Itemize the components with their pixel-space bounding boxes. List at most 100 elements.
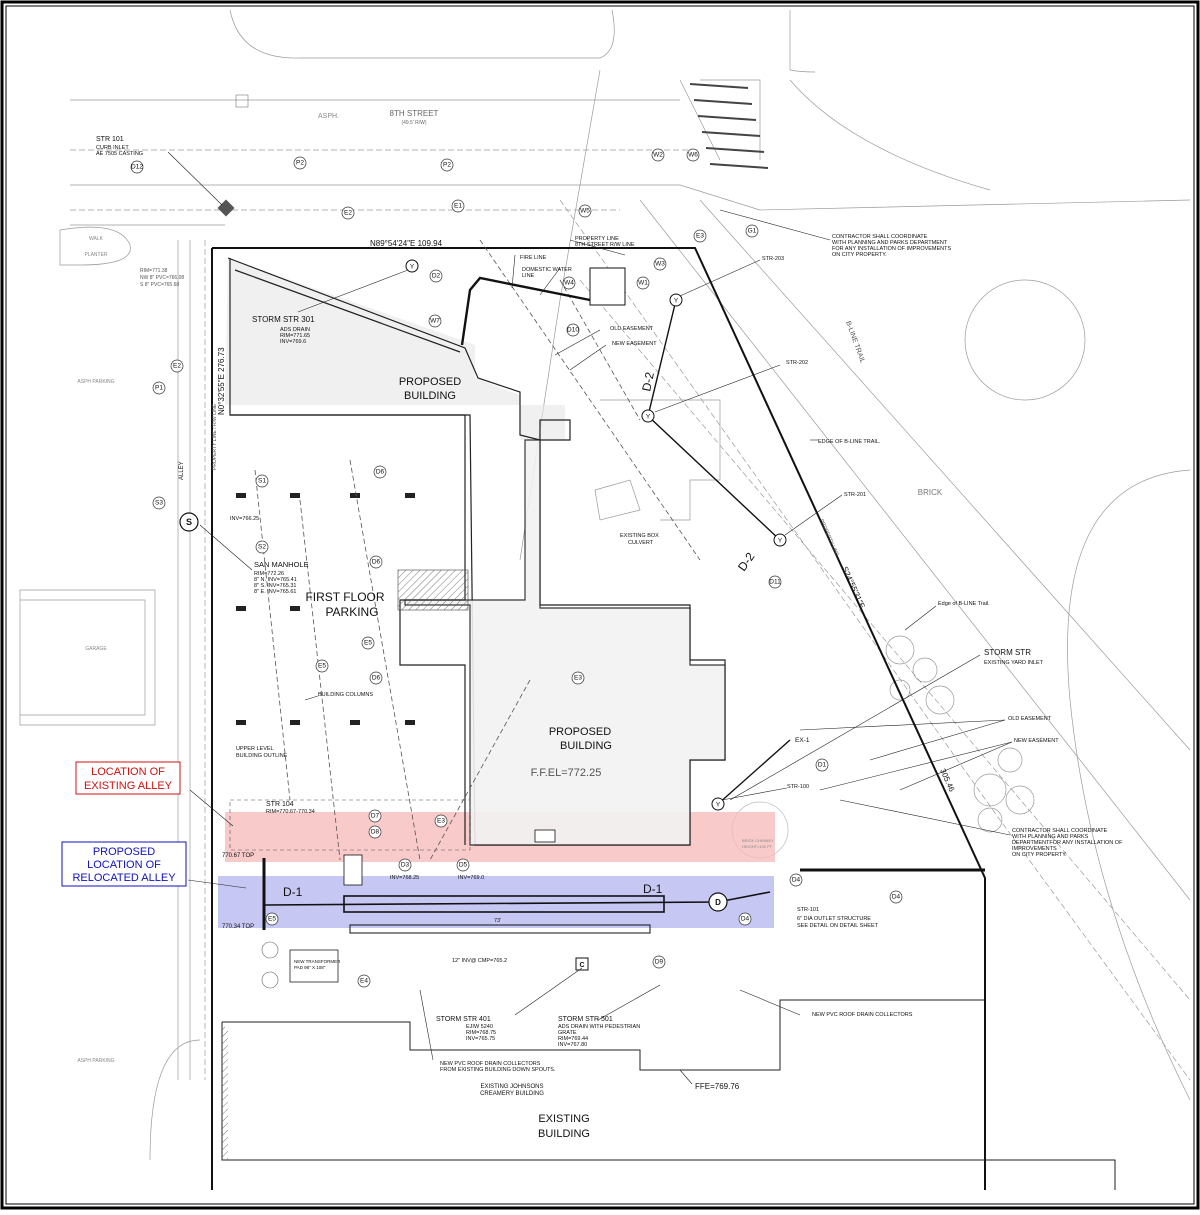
tag-d5: D5 [456, 858, 470, 872]
ex1: EX-1 [795, 737, 810, 744]
tag-w7: W7 [428, 314, 442, 328]
proposed-building-2-line2: BUILDING [560, 740, 612, 752]
tag-d4b: D4 [889, 890, 903, 904]
transformer-pad [261, 941, 339, 989]
svg-text:E5: E5 [318, 663, 326, 670]
svg-text:D2: D2 [432, 273, 441, 280]
storm301-l1: ADS DRAIN [280, 327, 310, 333]
background-linework [19, 9, 1191, 1161]
str101b-b: SEE DETAIL ON DETAIL SHEET [797, 923, 879, 929]
alley-proposed-line1: PROPOSED [93, 846, 155, 858]
d1-right: D-1 [643, 882, 663, 896]
san-l4: 8" E. INV=765.61 [254, 589, 296, 595]
street-name: 8TH STREET [390, 109, 439, 118]
coord2-b: WITH PLANNING AND PARKS [1012, 834, 1089, 840]
property-line-a: PROPERTY LINE [575, 236, 619, 242]
length-73: 73' [494, 918, 501, 924]
tag-e4: E4 [357, 974, 371, 988]
tag-e3c: E3 [434, 814, 448, 828]
svg-text:S3: S3 [155, 500, 163, 507]
transformer-line1: NEW TRANSFORMER [294, 959, 341, 964]
tag-d6a: D6 [373, 465, 387, 479]
svg-text:D4: D4 [892, 894, 901, 901]
tag-d2: D2 [429, 269, 443, 283]
new-easement-2: NEW EASEMENT [1014, 738, 1059, 744]
roof-new-a: NEW PVC ROOF DRAIN COLLECTORS [440, 1061, 541, 1067]
tag-s3: S3 [152, 496, 166, 510]
tag-p1: P1 [152, 381, 166, 395]
utility-tags: P2 P2 E2 E1 D12 W2 W6 W5 G1 E3 W3 W4 W1 … [130, 148, 903, 988]
svg-text:Y: Y [410, 264, 415, 271]
svg-text:D6: D6 [372, 559, 381, 566]
existing-building-line2: BUILDING [538, 1128, 590, 1140]
svg-text:Y: Y [674, 298, 679, 305]
svg-text:Y: Y [716, 802, 721, 809]
tag-w5: W5 [578, 204, 592, 218]
svg-text:D4: D4 [741, 916, 750, 923]
storm501-l3: RIM=769.44 [558, 1036, 588, 1042]
str201: STR-201 [844, 492, 866, 498]
leader-lines [167, 151, 1013, 1085]
storm501-l1: ADS DRAIN WITH PEDESTRIAN [558, 1024, 640, 1030]
property-line-vertical: PROPERTY LINE / R/W LINE [212, 403, 218, 470]
str202: STR-202 [786, 360, 808, 366]
tag-d1: D1 [815, 758, 829, 772]
tag-d8: D8 [368, 825, 382, 839]
parking-line2: PARKING [325, 605, 378, 619]
tag-d9: D9 [652, 955, 666, 969]
tag-d6c: D6 [369, 671, 383, 685]
domestic-a: DOMESTIC WATER [522, 267, 572, 273]
svg-text:E1: E1 [454, 203, 462, 210]
box-culvert-b: CULVERT [628, 540, 654, 546]
asph-parking-2: ASPH PARKING [77, 1058, 114, 1064]
svg-text:W6: W6 [688, 152, 698, 159]
tag-d3: D3 [398, 858, 412, 872]
proposed-building-1-line1: PROPOSED [399, 376, 461, 388]
storm401-l1: EJIW 5240 [466, 1024, 493, 1030]
tag-w4: W4 [562, 276, 576, 290]
str104-l1: RIM=770.67-770.34 [266, 809, 315, 815]
san-l2: 8" N. INV=765.41 [254, 577, 297, 583]
coord2-c: DEPARTMENTFOR ANY INSTALLATION OF [1012, 840, 1123, 846]
svg-text:W3: W3 [655, 261, 665, 268]
alley-existing-line1: LOCATION OF [91, 766, 165, 778]
san-l1: RIM=772.26 [254, 571, 284, 577]
storm301-l2: RIM=771.65 [280, 333, 310, 339]
svg-text:E3: E3 [574, 675, 582, 682]
storm501-l4: INV=767.80 [558, 1042, 587, 1048]
storm-drain-lines [262, 299, 985, 934]
proposed-building-1-line2: BUILDING [404, 390, 456, 402]
str101b: STR-101 [797, 907, 819, 913]
upper-level-b: BUILDING OUTLINE [236, 753, 288, 759]
y-structures: Y Y Y Y Y [405, 259, 787, 811]
coord1-a: CONTRACTOR SHALL COORDINATE [832, 234, 928, 240]
tag-e2b: E2 [170, 359, 184, 373]
crosswalk [689, 83, 769, 169]
property-line-b: 8TH STREET R/W LINE [575, 242, 635, 248]
asph-label: ASPH. [318, 113, 339, 120]
garage-label: GARAGE [85, 646, 107, 652]
alley-proposed-line2: LOCATION OF [87, 859, 161, 871]
tag-s1: S1 [255, 474, 269, 488]
alley-existing-line2: EXISTING ALLEY [84, 780, 173, 792]
svg-text:D5: D5 [459, 862, 468, 869]
tag-w3: W3 [653, 257, 667, 271]
svg-text:P2: P2 [296, 160, 304, 167]
existing-building-line1: EXISTING [538, 1113, 589, 1125]
tag-e3a: E3 [693, 229, 707, 243]
svg-text:D8: D8 [371, 829, 380, 836]
tag-s2: S2 [255, 540, 269, 554]
svg-text:D11: D11 [769, 579, 781, 586]
bline-trail-label: B-LINE TRAIL [844, 320, 866, 364]
svg-text:D12: D12 [131, 164, 143, 171]
new-easement: NEW EASEMENT [612, 341, 657, 347]
coord1-c: FOR ANY INSTALLATION OF IMPROVEMENTS [832, 246, 952, 252]
str104-title: STR 104 [266, 801, 294, 808]
tag-d11: D11 [768, 575, 782, 589]
tag-p2a: P2 [293, 156, 307, 170]
svg-text:S1: S1 [258, 478, 266, 485]
d2-bot: D-2 [735, 550, 758, 574]
ffe-proposed: F.F.EL=772.25 [531, 767, 602, 779]
tag-g1: G1 [745, 224, 759, 238]
tag-p2b: P2 [440, 158, 454, 172]
